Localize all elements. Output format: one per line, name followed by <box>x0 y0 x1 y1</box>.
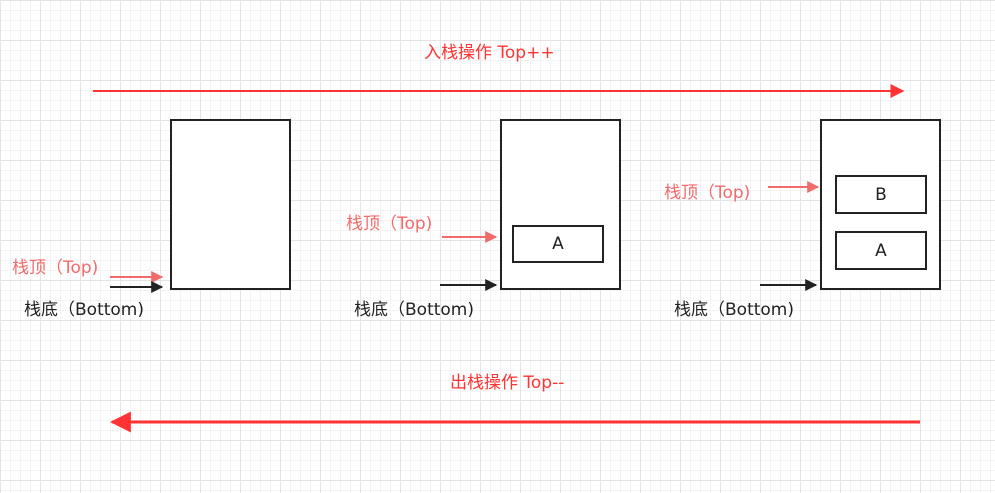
bottom-label-2: 栈底（Bottom) <box>354 300 474 320</box>
bottom-label-3: 栈底（Bottom) <box>674 300 794 320</box>
stack-item-a: A <box>512 225 604 263</box>
stack-one-item <box>500 119 621 290</box>
stack-item-a-bottom: A <box>835 231 927 270</box>
top-label-1: 栈顶（Top) <box>12 258 99 278</box>
stack-empty <box>170 119 291 290</box>
top-label-3: 栈顶（Top) <box>664 183 751 203</box>
top-label-2: 栈顶（Top) <box>346 214 433 234</box>
stack-item-b: B <box>835 175 927 214</box>
bottom-label-1: 栈底（Bottom) <box>24 300 144 320</box>
pop-label: 出栈操作 Top-- <box>450 373 565 393</box>
push-label: 入栈操作 Top++ <box>424 43 555 63</box>
